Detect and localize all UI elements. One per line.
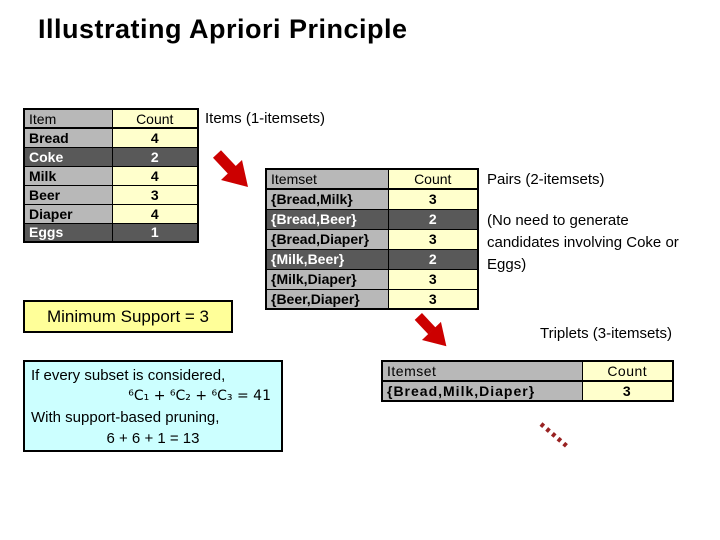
header-cell-count: Count (387, 168, 479, 190)
note-line-1: If every subset is considered, (31, 367, 226, 384)
itemset-cell: {Milk,Beer} (265, 248, 389, 270)
header-cell-itemset: Item (23, 108, 113, 129)
count-cell: 4 (111, 165, 199, 186)
count-cell: 2 (387, 208, 479, 230)
items-label: Items (1-itemsets) (205, 110, 326, 127)
dotted-arrow-icon (539, 422, 571, 450)
header-cell-count: Count (581, 360, 674, 382)
itemset-cell: Milk (23, 165, 113, 186)
arrow-pairs-to-triplets-icon (414, 313, 447, 347)
arrow-items-to-pairs-icon (212, 150, 248, 187)
count-cell: 3 (387, 288, 479, 310)
count-cell: 2 (387, 248, 479, 270)
count-cell: 3 (387, 188, 479, 210)
itemset-cell: {Bread,Beer} (265, 208, 389, 230)
pruning-note-box: If every subset is considered, ⁶C₁ + ⁶C₂… (23, 360, 283, 452)
itemset-cell: {Bread,Milk} (265, 188, 389, 210)
triplets-label: Triplets (3-itemsets) (540, 325, 672, 342)
itemset-cell: Diaper (23, 203, 113, 224)
count-cell: 3 (111, 184, 199, 205)
itemset-cell: Eggs (23, 222, 113, 243)
no-candidates-note: (No need to generate candidates involvin… (487, 212, 679, 273)
header-cell-count: Count (111, 108, 199, 129)
count-cell: 3 (581, 380, 674, 402)
count-cell: 3 (387, 268, 479, 290)
page-title: Illustrating Apriori Principle (38, 14, 408, 44)
table-row: {Bread,Beer}2 (265, 208, 479, 230)
table-row: {Milk,Diaper}3 (265, 268, 479, 290)
itemset-cell: Bread (23, 127, 113, 148)
minimum-support-box: Minimum Support = 3 (23, 300, 233, 333)
pairs-label: Pairs (2-itemsets) (487, 171, 605, 188)
header-cell-itemset: Itemset (381, 360, 583, 382)
count-cell: 4 (111, 127, 199, 148)
count-cell: 3 (387, 228, 479, 250)
itemset-cell: {Milk,Diaper} (265, 268, 389, 290)
note-line-2-formula: ⁶C₁ + ⁶C₂ + ⁶C₃ = 41 (128, 388, 271, 404)
itemset-cell: {Bread,Diaper} (265, 228, 389, 250)
table-row: {Milk,Beer}2 (265, 248, 479, 270)
header-cell-itemset: Itemset (265, 168, 389, 190)
table-row: {Bread,Milk,Diaper}3 (381, 380, 674, 402)
table-row: {Bread,Diaper}3 (265, 228, 479, 250)
table-row: {Bread,Milk}3 (265, 188, 479, 210)
count-cell: 1 (111, 222, 199, 243)
count-cell: 2 (111, 146, 199, 167)
itemset-cell: {Bread,Milk,Diaper} (381, 380, 583, 402)
count-cell: 4 (111, 203, 199, 224)
itemset-cell: {Beer,Diaper} (265, 288, 389, 310)
table-row: {Beer,Diaper}3 (265, 288, 479, 310)
itemset-cell: Coke (23, 146, 113, 167)
itemset-cell: Beer (23, 184, 113, 205)
note-line-4-formula: 6 + 6 + 1 = 13 (106, 430, 200, 447)
note-line-3: With support-based pruning, (31, 409, 220, 426)
